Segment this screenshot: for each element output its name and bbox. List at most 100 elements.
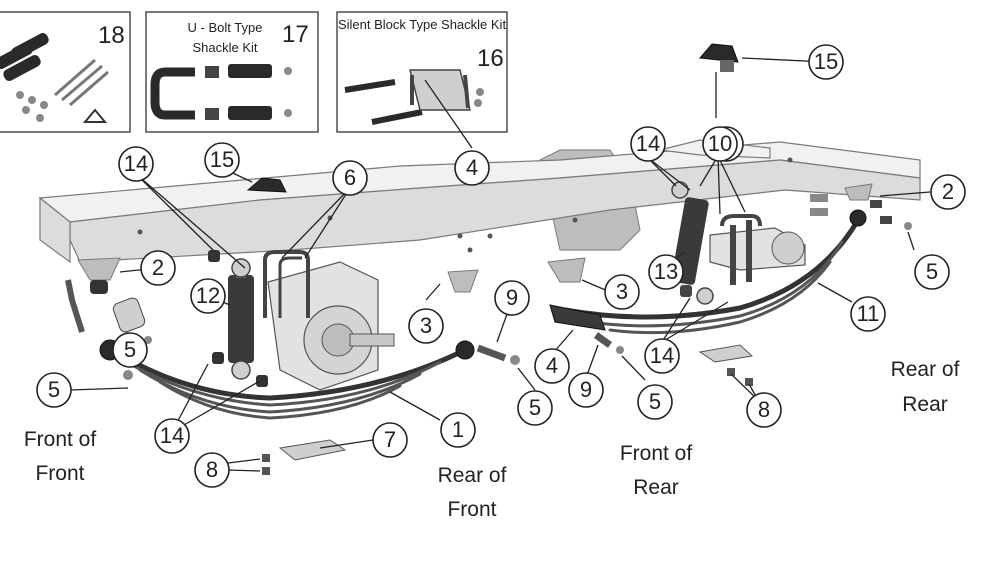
callout-number: 11	[857, 301, 880, 326]
inset-18-number: 18	[98, 22, 125, 49]
callout-circle	[454, 150, 490, 186]
callout-number: 1	[452, 417, 464, 442]
rear-axle-assembly	[709, 214, 806, 285]
callout-6: 6	[332, 160, 368, 196]
callout-number: 13	[654, 259, 678, 284]
callout-5: 5	[112, 332, 148, 368]
callout-number: 14	[160, 423, 184, 448]
callout-15: 15	[204, 142, 240, 178]
callout-number: 14	[636, 131, 660, 156]
callout-number: 9	[506, 285, 518, 310]
callout-number: 5	[926, 259, 938, 284]
callout-5: 5	[517, 390, 553, 426]
callout-14: 14	[630, 126, 666, 162]
callout-circle	[154, 418, 190, 454]
shackle-plates-graphic	[0, 33, 109, 123]
callout-number: 15	[814, 49, 838, 74]
callout-number: 8	[206, 457, 218, 482]
callout-circle	[517, 390, 553, 426]
callout-number: 7	[384, 427, 396, 452]
callout-circle	[637, 384, 673, 420]
silent-block-shackle-graphic	[344, 69, 484, 125]
callout-number: 4	[466, 155, 478, 180]
callout-circle	[568, 372, 604, 408]
front-shock-absorber	[228, 258, 254, 380]
callout-number: 14	[650, 343, 674, 368]
callout-circle	[194, 452, 230, 488]
callout-9: 9	[494, 280, 530, 316]
callout-circle	[140, 250, 176, 286]
inset-17-title-line-2: Shackle Kit	[192, 40, 257, 55]
callout-number: 3	[616, 279, 628, 304]
callout-14: 14	[118, 146, 154, 182]
label-front-of-rear-line-2: Rear	[633, 476, 679, 499]
callout-number: 10	[708, 131, 732, 156]
front-rear-bolt	[476, 344, 520, 365]
callout-number: 3	[420, 313, 432, 338]
inset-17: U - Bolt Type Shackle Kit 17	[145, 11, 319, 133]
label-rear-of-front-line-1: Rear of	[438, 464, 507, 487]
inset-17-title-line-1: U - Bolt Type	[188, 20, 263, 35]
callout-number: 5	[124, 337, 136, 362]
label-front-of-front-line-2: Front	[35, 462, 84, 485]
callout-5: 5	[914, 254, 950, 290]
callout-number: 8	[758, 397, 770, 422]
callout-12: 12	[190, 278, 226, 314]
callout-number: 4	[546, 353, 558, 378]
label-rear-of-rear-line-2: Rear	[902, 393, 948, 416]
callout-number: 2	[152, 255, 164, 280]
label-front-of-front-line-1: Front of	[24, 428, 97, 451]
region-labels: Front of Front Rear of Front Front of Re…	[24, 358, 960, 521]
callout-14: 14	[644, 338, 680, 374]
callout-8: 8	[746, 392, 782, 428]
callout-circle	[190, 278, 226, 314]
inset-16-number: 16	[477, 45, 504, 72]
callout-circle	[118, 146, 154, 182]
callout-circle	[112, 332, 148, 368]
rear-small-parts	[593, 194, 912, 386]
callout-circle	[914, 254, 950, 290]
callout-circle	[808, 44, 844, 80]
callout-4: 4	[454, 150, 490, 186]
callout-number: 9	[580, 377, 592, 402]
callout-4: 4	[534, 348, 570, 384]
u-bolt-shackle-graphic	[150, 64, 292, 120]
callout-circle	[930, 174, 966, 210]
label-front-of-rear-line-1: Front of	[620, 442, 693, 465]
callout-circle	[534, 348, 570, 384]
callout-circle	[746, 392, 782, 428]
rear-bump-stop	[699, 43, 739, 63]
callout-circle	[644, 338, 680, 374]
front-axle-assembly	[263, 250, 395, 391]
front-shackle-parts	[65, 250, 268, 387]
callout-circle	[604, 274, 640, 310]
callout-circle	[372, 422, 408, 458]
callout-13: 13	[648, 254, 684, 290]
callout-7: 7	[372, 422, 408, 458]
callout-group: 1515141414141410642212331399555554111788	[36, 44, 966, 488]
inset-17-number: 17	[282, 21, 309, 48]
callout-1: 1	[440, 412, 476, 448]
inset-18: 18	[0, 11, 131, 133]
callout-number: 15	[210, 147, 234, 172]
callout-5: 5	[637, 384, 673, 420]
front-shackle-plate	[262, 439, 347, 475]
callout-circle	[440, 412, 476, 448]
front-leaf-spring	[102, 340, 475, 420]
callout-number: 12	[196, 283, 220, 308]
callout-2: 2	[140, 250, 176, 286]
callout-circle	[332, 160, 368, 196]
callout-10: 10	[702, 126, 738, 162]
callout-circle	[702, 126, 738, 162]
callout-circle	[648, 254, 684, 290]
label-rear-of-rear-line-1: Rear of	[891, 358, 960, 381]
callout-number: 14	[124, 151, 148, 176]
callout-circle	[494, 280, 530, 316]
callout-9: 9	[568, 372, 604, 408]
callout-circle	[630, 126, 666, 162]
callout-circle	[408, 308, 444, 344]
rear-bump-stop-base	[720, 60, 734, 72]
front-bump-stop	[246, 177, 287, 193]
inset-16-title: Silent Block Type Shackle Kit	[338, 17, 507, 32]
